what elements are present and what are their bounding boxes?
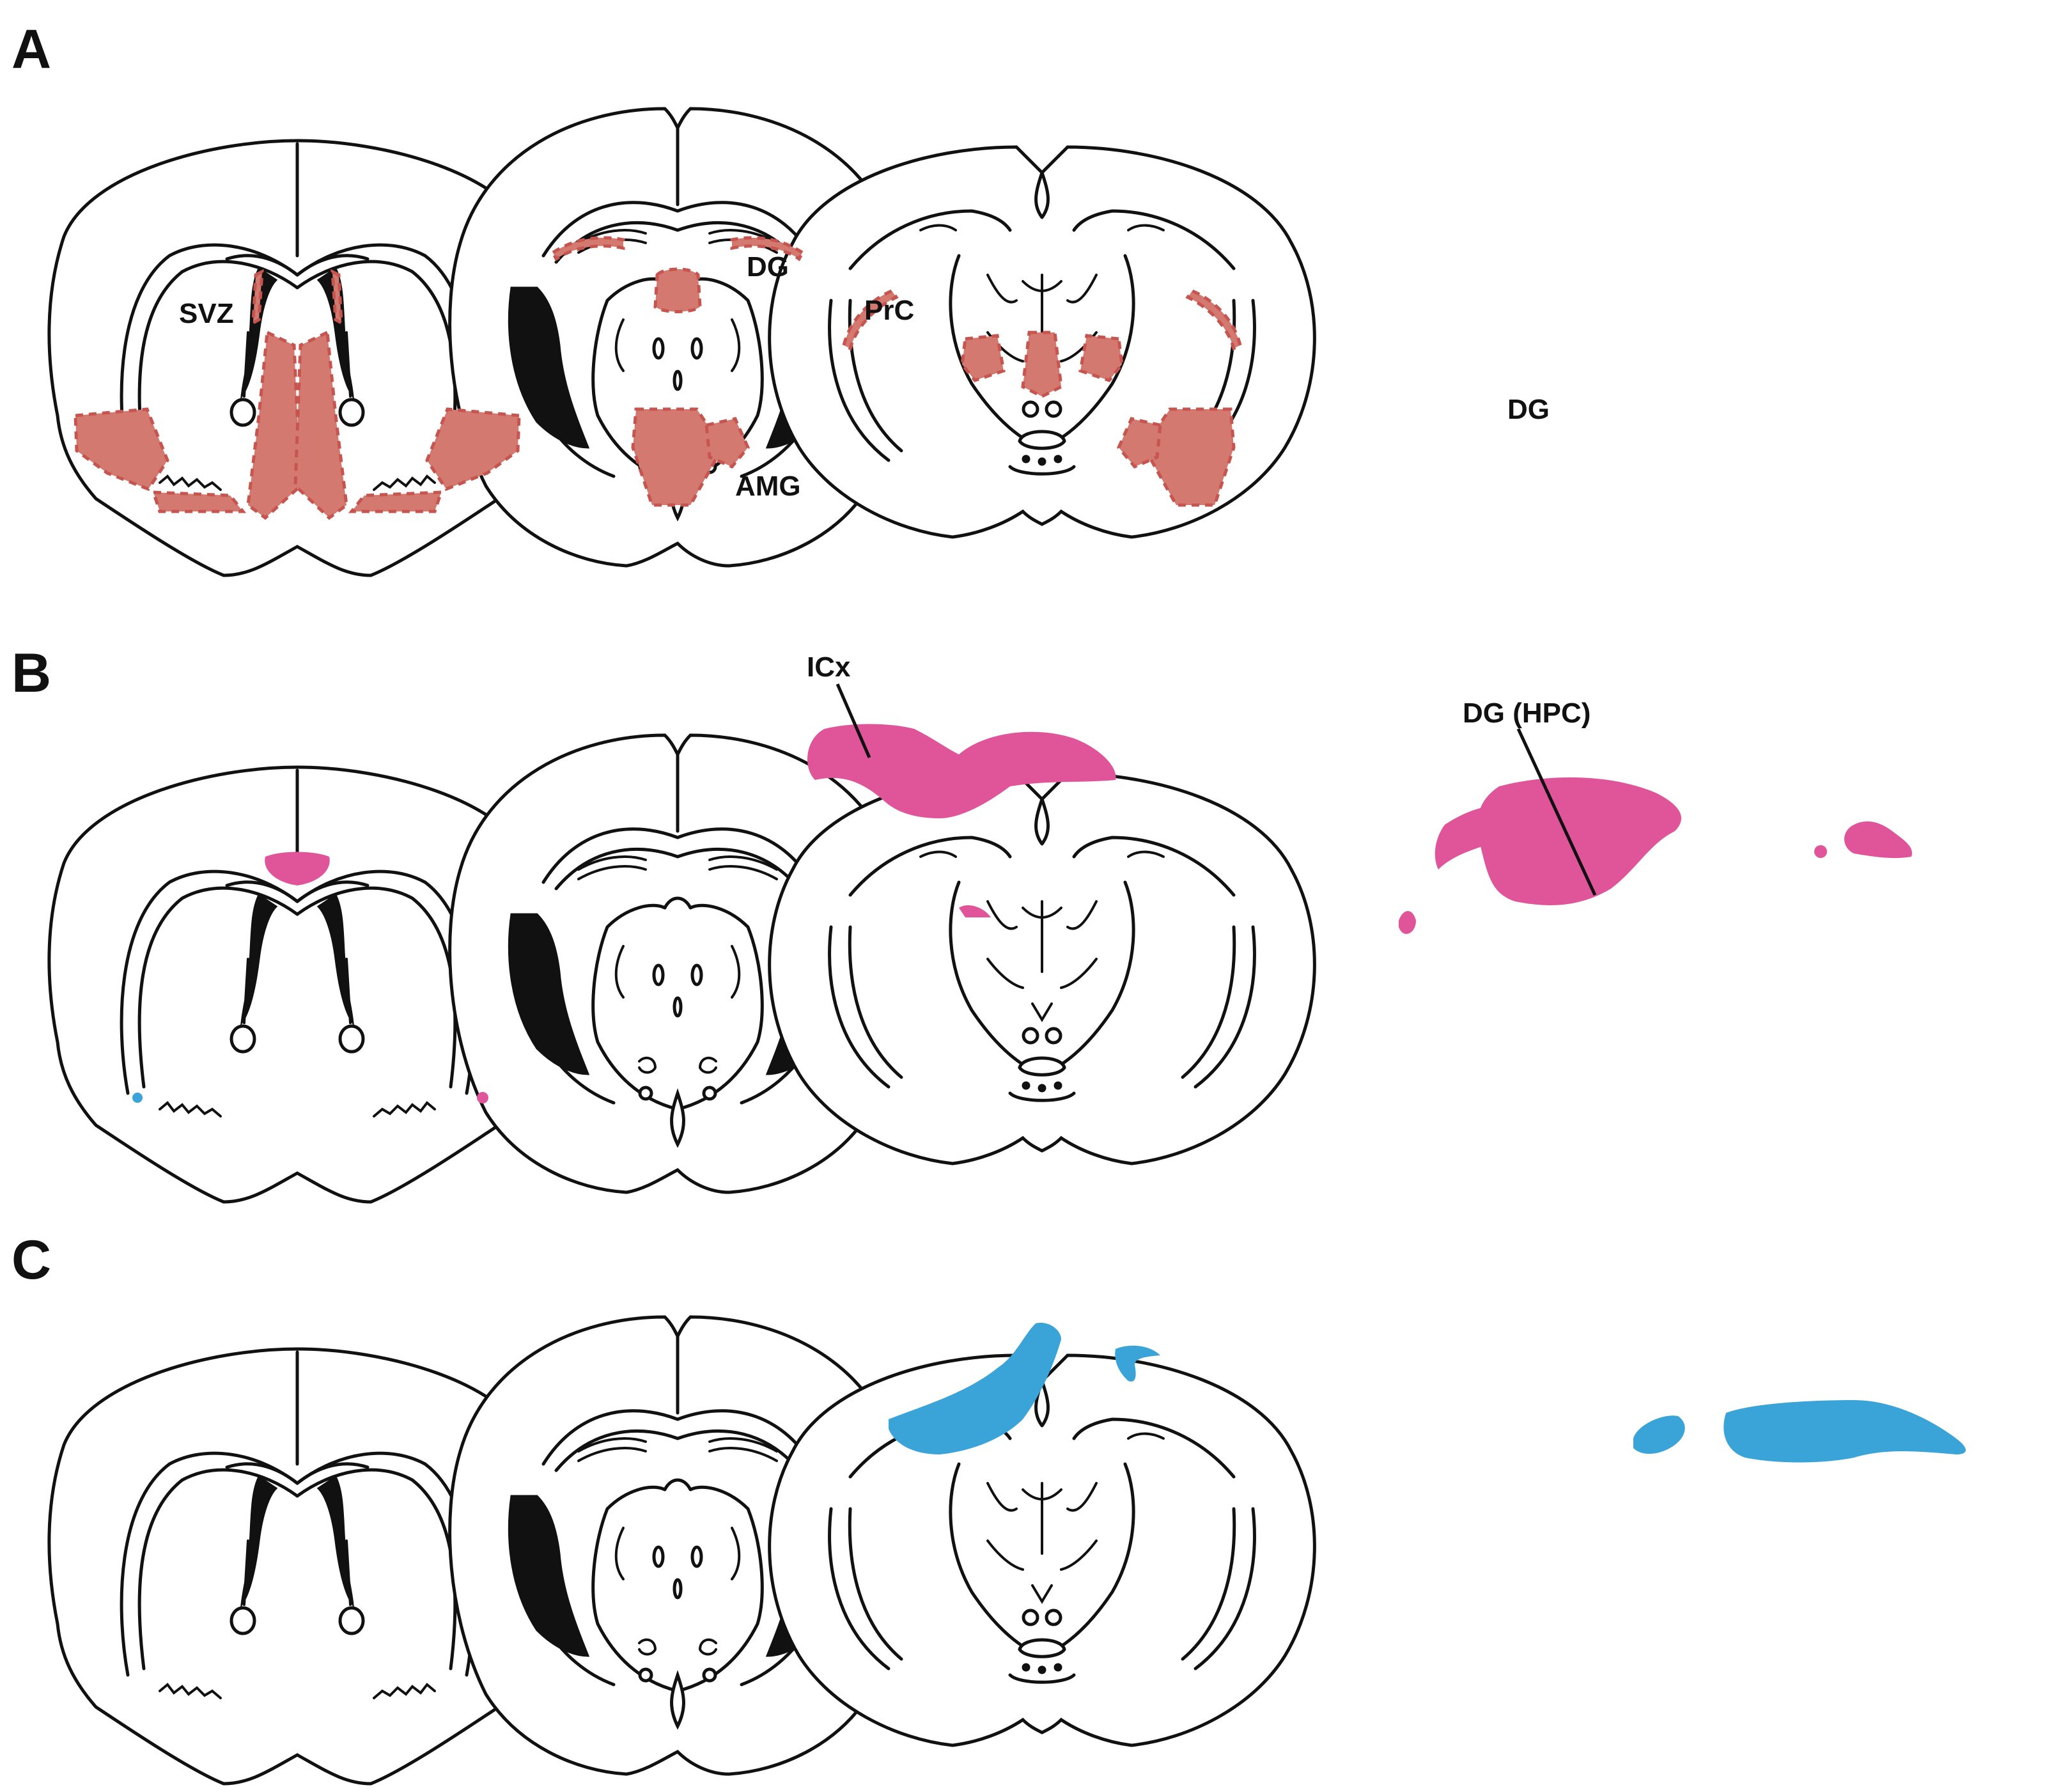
panel-letter-b: B: [12, 643, 51, 704]
panel-a: SVZ DG PrC AMG DG: [49, 109, 1550, 575]
region-b-lateral-spot: [1399, 911, 1416, 934]
region-b-dg-hpc: [1477, 777, 1681, 905]
region-a-dg-left: [550, 236, 625, 261]
panel-letter-a: A: [12, 19, 51, 80]
region-c-cortex-right-spot: [1115, 1345, 1160, 1382]
region-a-olfactory-right: [348, 490, 444, 513]
label-amg: AMG: [735, 471, 801, 502]
region-b-blue-dot: [132, 1093, 143, 1103]
label-dg-middle: DG: [747, 251, 789, 283]
region-a-olfactory-left: [151, 490, 247, 513]
region-a-thalamus-left: [960, 334, 1006, 382]
region-c-cortex-left: [889, 1323, 1061, 1454]
leader-icx: [836, 683, 871, 758]
region-a-cortex-mid-right: [1142, 407, 1236, 507]
region-a-cortex-mid-left: [631, 407, 724, 507]
region-c-left-spot: [1633, 1415, 1685, 1454]
label-prc: PrC: [864, 295, 914, 326]
posterior-section-c: [770, 1355, 1315, 1745]
region-a-striatum-right: [293, 330, 348, 520]
panel-c-regions: [889, 1323, 1966, 1463]
panel-b: ICx DG (HPC): [49, 651, 1912, 1202]
region-a-dg-post-right: [1185, 288, 1242, 351]
region-a-amg-right: [1117, 417, 1162, 469]
label-dg-posterior: DG: [1507, 394, 1550, 425]
region-a-midline: [1021, 331, 1063, 398]
label-svz: SVZ: [179, 298, 234, 329]
region-a-prc: [653, 267, 702, 313]
posterior-section-b: [770, 774, 1315, 1164]
region-a-cortex-left: [74, 407, 169, 492]
region-a-amg-left: [704, 417, 750, 469]
region-c-right-band: [1723, 1400, 1966, 1463]
region-b-icx: [807, 724, 1116, 818]
region-a-thalamus-right: [1078, 334, 1124, 382]
region-b-corpus-callosum: [265, 852, 330, 885]
panel-a-regions: [74, 236, 1242, 520]
panel-letter-c: C: [12, 1229, 51, 1291]
label-icx: ICx: [807, 651, 851, 683]
region-b-small-dot: [1814, 845, 1827, 858]
label-dg-hpc: DG (HPC): [1463, 697, 1590, 729]
panel-c: [49, 1317, 1966, 1784]
region-a-dg-post-left: [842, 288, 899, 351]
panel-b-regions: [132, 724, 1912, 1103]
region-b-pink-dot: [477, 1092, 488, 1103]
region-b-midline-spot: [959, 905, 991, 917]
leader-dg-hpc: [1516, 728, 1597, 896]
region-b-right-spot: [1844, 821, 1912, 859]
region-a-svz-left: [251, 269, 264, 326]
region-a-dg-right: [730, 236, 805, 261]
region-a-svz-right: [331, 269, 343, 326]
region-a-cortex-right: [425, 407, 521, 492]
region-a-striatum: [246, 330, 302, 520]
region-b-cortex-left-strip: [1435, 806, 1499, 869]
